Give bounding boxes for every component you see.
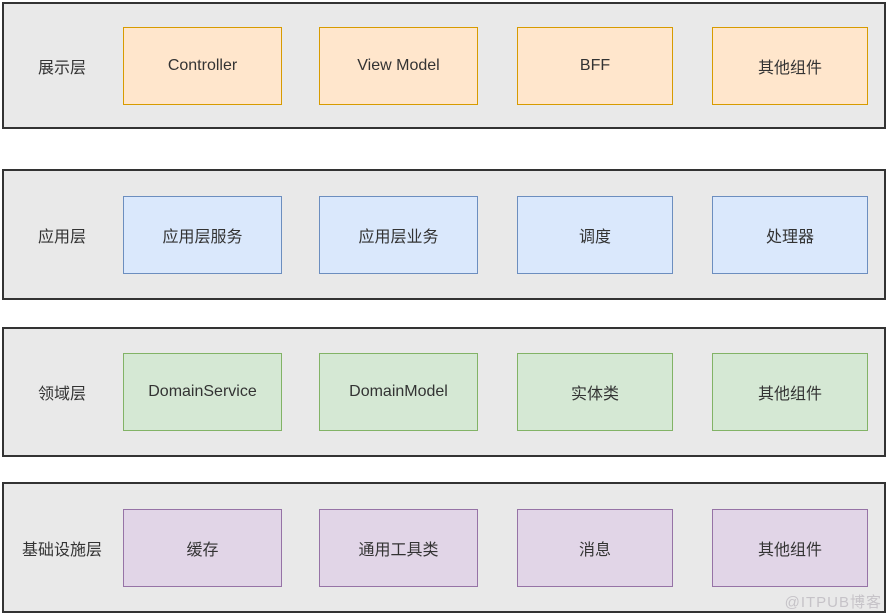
component-box: 消息 <box>517 508 673 587</box>
component-box-label: 处理器 <box>765 228 814 246</box>
component-box: 其他组件 <box>712 353 868 431</box>
component-box-label: 实体类 <box>570 386 619 403</box>
layer-band-presentation: 展示层 Controller View Model BFF 其他组件 <box>2 2 886 129</box>
component-box-label: 应用层业务 <box>358 228 439 246</box>
component-box-label: 其他组件 <box>757 59 822 77</box>
component-box: View Model <box>319 26 478 105</box>
component-box: 调度 <box>517 195 673 274</box>
layer-label: 基础设施层 <box>21 541 102 559</box>
layer-band-infrastructure: 基础设施层 缓存 通用工具类 消息 其他组件 <box>2 482 886 613</box>
component-box-label: DomainService <box>148 383 257 400</box>
component-box: 应用层业务 <box>319 195 478 274</box>
component-box: Controller <box>123 26 282 105</box>
component-box: DomainModel <box>319 353 478 431</box>
component-box: DomainService <box>123 353 282 431</box>
component-box-label: DomainModel <box>349 383 448 400</box>
component-box-label: 通用工具类 <box>358 541 439 559</box>
component-box-label: BFF <box>579 56 611 74</box>
component-box: 缓存 <box>123 508 282 587</box>
component-box-label: 其他组件 <box>757 386 822 403</box>
layer-label: 领域层 <box>37 386 86 403</box>
component-box: 实体类 <box>517 353 673 431</box>
component-box: 应用层服务 <box>123 195 282 274</box>
component-box-label: 缓存 <box>186 541 219 559</box>
component-box-label: 应用层服务 <box>162 228 243 246</box>
component-box: 处理器 <box>712 195 868 274</box>
component-box: 其他组件 <box>712 26 868 105</box>
layer-band-application: 应用层 应用层服务 应用层业务 调度 处理器 <box>2 169 886 300</box>
component-box-label: 其他组件 <box>757 541 822 559</box>
component-box-label: View Model <box>357 56 440 74</box>
component-box-label: Controller <box>167 56 238 74</box>
component-box: BFF <box>517 26 673 105</box>
component-box-label: 消息 <box>578 541 611 559</box>
layer-label: 应用层 <box>37 228 86 246</box>
component-box: 通用工具类 <box>319 508 478 587</box>
component-box: 其他组件 <box>712 508 868 587</box>
layer-band-domain: 领域层 DomainService DomainModel 实体类 其他组件 <box>2 327 886 457</box>
component-box-label: 调度 <box>578 228 611 246</box>
layer-label: 展示层 <box>37 59 86 77</box>
watermark: @ITPUB博客 <box>784 594 882 611</box>
